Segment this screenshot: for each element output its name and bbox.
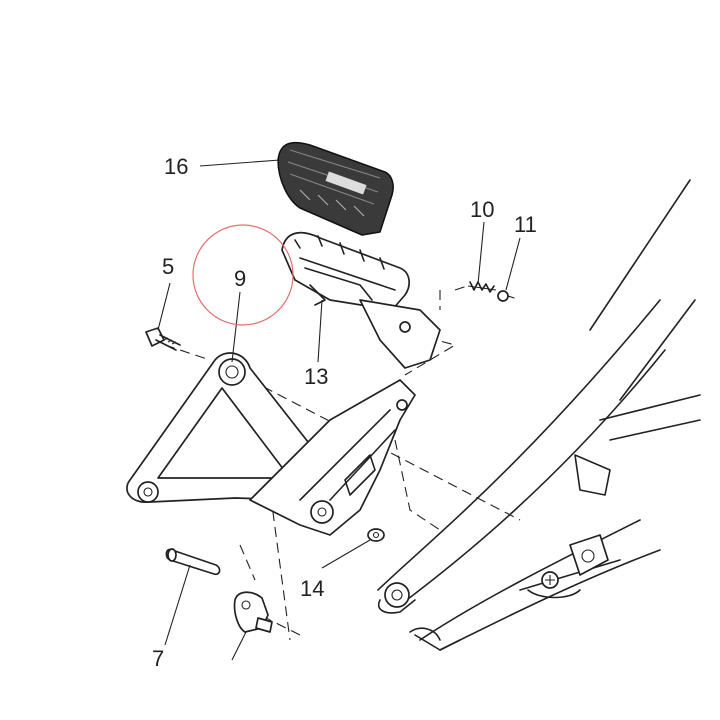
callout-13: 13 bbox=[304, 364, 328, 389]
detent-spring bbox=[467, 281, 497, 293]
callout-16: 16 bbox=[164, 154, 188, 179]
callout-14: 14 bbox=[300, 576, 324, 601]
frame-assembly bbox=[377, 179, 701, 651]
callout-9: 9 bbox=[234, 266, 246, 291]
callout-5: 5 bbox=[162, 254, 174, 279]
callout-10: 10 bbox=[470, 197, 494, 222]
leader-lines bbox=[157, 159, 521, 661]
footpeg-bracket bbox=[126, 352, 416, 536]
rubber-pad bbox=[277, 141, 394, 236]
callout-11: 11 bbox=[514, 212, 537, 237]
washer bbox=[367, 528, 385, 542]
detent-ball bbox=[497, 290, 509, 302]
footpeg bbox=[281, 231, 441, 369]
bolt bbox=[145, 327, 181, 351]
highlight-circle bbox=[192, 224, 294, 326]
clamp-block bbox=[233, 591, 273, 633]
pivot-pin bbox=[165, 548, 221, 576]
callout-7: 7 bbox=[152, 646, 164, 671]
